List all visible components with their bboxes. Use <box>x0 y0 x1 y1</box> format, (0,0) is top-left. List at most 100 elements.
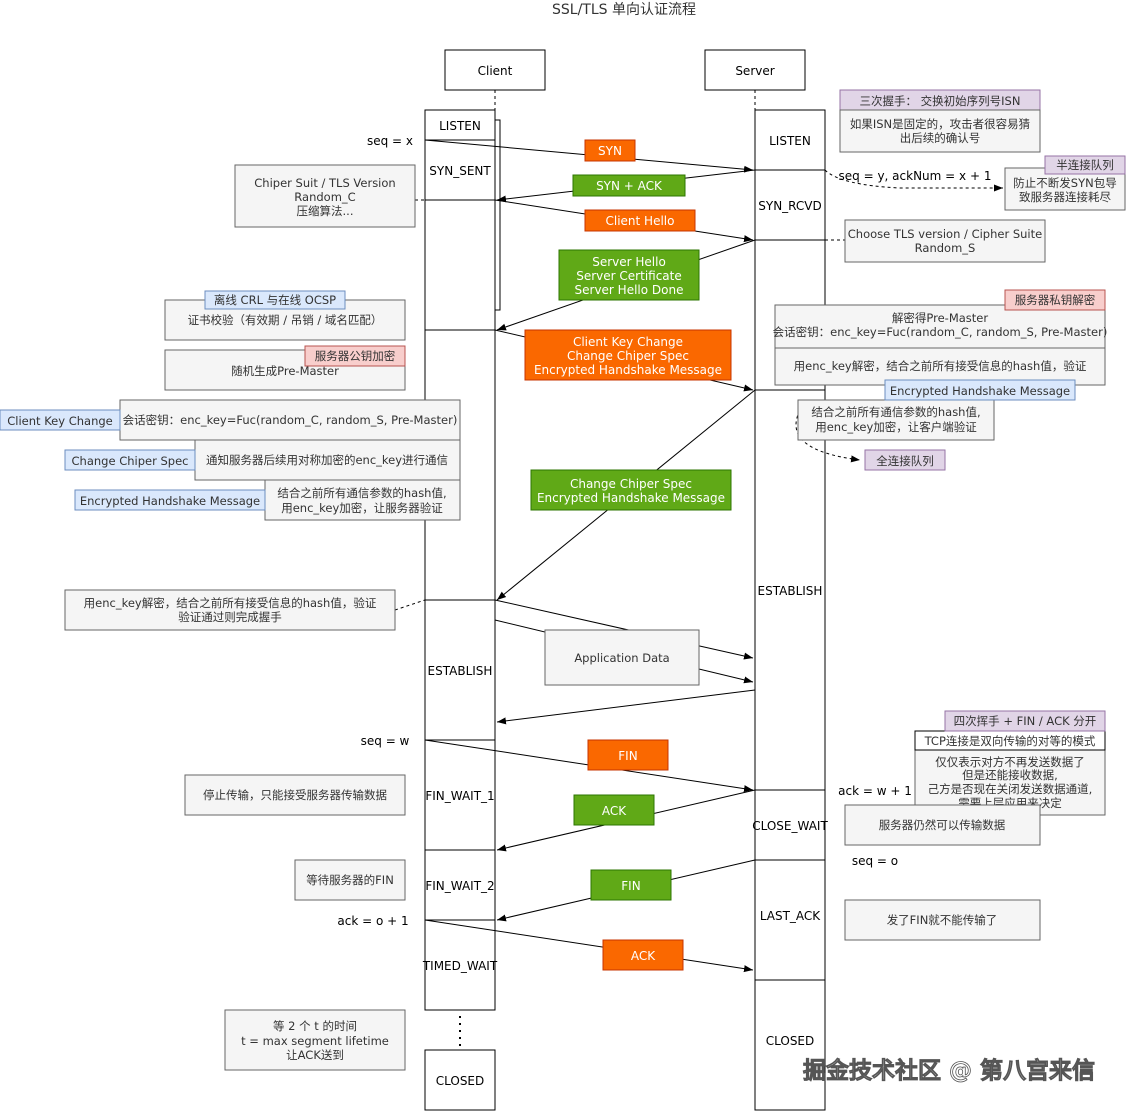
server-can-send-box <box>844 804 1041 846</box>
client-hello-info-line: Random_C <box>294 190 355 204</box>
wave-body-line: 但是还能接收数据, <box>962 768 1058 782</box>
server-hash-box <box>797 399 995 441</box>
pre-master-text: 随机生成Pre-Master <box>231 364 339 378</box>
client-state-establish: ESTABLISH <box>428 664 493 678</box>
handshake-note-box <box>839 109 1041 153</box>
ccs-text-box <box>194 439 461 481</box>
ehm-text-line: 结合之前所有通信参数的hash值, <box>277 486 446 500</box>
ack-2-tag-label: ACK <box>631 949 656 963</box>
ack-o-label: ack = o + 1 <box>337 914 408 928</box>
syn-ack-tag-box <box>572 174 686 197</box>
ack-1-tag-box <box>573 794 655 826</box>
arrow-app-data-3 <box>496 689 756 725</box>
syn-tag-box <box>584 139 636 162</box>
server-state-syn-rcvd: SYN_RCVD <box>758 199 822 213</box>
server-state-listen: LISTEN <box>769 134 811 148</box>
change-spec-tag-line: Change Chiper Spec <box>570 477 692 491</box>
arrow-ack-2 <box>424 919 754 973</box>
server-hello-tag-box <box>558 249 700 301</box>
handshake-note-line: 如果ISN是固定的，攻击者很容易猜 <box>850 117 1030 131</box>
server-hello-tag-line: Server Certificate <box>576 269 682 283</box>
connector-client-verify <box>394 599 426 611</box>
server-hello-tag-line: Server Hello <box>592 255 666 269</box>
server-state-establish: ESTABLISH <box>758 584 823 598</box>
server-hello-tag-line: Server Hello Done <box>575 283 684 297</box>
app-data-box <box>544 629 700 686</box>
fin-1-tag-label: FIN <box>618 749 637 763</box>
crl-tag <box>204 290 346 310</box>
full-queue-tag <box>864 449 946 471</box>
seq-o-label: seq = o <box>852 854 898 868</box>
fin-2-tag-box <box>590 869 672 901</box>
timed-wait-line: t = max segment lifetime <box>241 1034 389 1048</box>
crl-tag-label: 离线 CRL 与在线 OCSP <box>214 293 336 307</box>
change-spec-tag-box <box>530 469 732 511</box>
stop-send-box <box>184 774 406 816</box>
client-hello-info-line: Chiper Suit / TLS Version <box>254 176 395 190</box>
server-choose-line: Choose TLS version / Cipher Suite <box>848 227 1042 241</box>
server-decrypt-line: 解密得Pre-Master <box>892 311 988 325</box>
half-queue-line: 防止不断发SYN包导 <box>1013 176 1116 190</box>
server-hash-line: 结合之前所有通信参数的hash值, <box>811 405 980 419</box>
server-state-box <box>754 389 826 791</box>
ccs-text: 通知服务器后续用对称加密的enc_key进行通信 <box>206 453 448 467</box>
client-state-closed: CLOSED <box>436 1074 485 1088</box>
server-verify-text: 用enc_key解密，结合之前所有接受信息的hash值，验证 <box>794 359 1087 373</box>
wait-fin-box <box>294 859 406 901</box>
privkey-tag <box>1004 289 1106 311</box>
server-can-send-text: 服务器仍然可以传输数据 <box>879 818 1006 832</box>
handshake-note-line: 出后续的确认号 <box>900 131 981 145</box>
connector-half-queue <box>824 169 1003 192</box>
ack-2-tag-box <box>602 939 684 971</box>
half-queue-line: 致服务器连接耗尽 <box>1019 190 1111 204</box>
client-hello-tag-box <box>584 209 696 232</box>
client-key-tag-box <box>524 329 732 381</box>
fin-no-send-text: 发了FIN就不能传输了 <box>887 913 998 927</box>
client-state-timed-wait: TIMED_WAIT <box>422 959 498 973</box>
timed-wait-line: 等 2 个 t 的时间 <box>273 1019 357 1033</box>
ck-text: 会话密钥：enc_key=Fuc(random_C, random_S, Pre… <box>123 413 458 427</box>
privkey-tag-label: 服务器私钥解密 <box>1015 293 1096 307</box>
wave-body-line: 己方是否现在关闭发送数据通道, <box>928 782 1093 796</box>
client-key-tag-line: Change Chiper Spec <box>567 349 689 363</box>
wave-title-tag <box>944 710 1106 732</box>
client-state-box <box>424 919 496 1011</box>
client-state-box <box>424 1049 496 1111</box>
half-queue-tag <box>1044 155 1126 175</box>
ack-1-tag-label: ACK <box>602 804 627 818</box>
server-state-last-ack: LAST_ACK <box>760 909 821 923</box>
server-choose-line: Random_S <box>915 241 976 255</box>
server-state-closed: CLOSED <box>766 1034 815 1048</box>
ehm-tag-label: Encrypted Handshake Message <box>80 494 260 508</box>
cert-check-text: 证书校验（有效期 / 吊销 / 域名匹配） <box>188 313 383 327</box>
server-ehm-tag-label: Encrypted Handshake Message <box>890 384 1070 398</box>
server-choose-box <box>844 219 1046 263</box>
handshake-title: 三次握手： 交换初始序列号ISN <box>860 94 1021 108</box>
fin-2-tag-label: FIN <box>621 879 640 893</box>
ck-tag-label: Client Key Change <box>7 414 112 428</box>
watermark: 掘金技术社区 @ 第八宫来信 <box>803 1057 1095 1084</box>
ccs-tag-label: Change Chiper Spec <box>72 454 189 468</box>
half-queue-title: 半连接队列 <box>1056 158 1114 172</box>
seq-y-label: seq = y, ackNum = x + 1 <box>839 169 992 183</box>
server-decrypt-box <box>774 304 1106 386</box>
client-hello-info-line: 压缩算法... <box>297 204 354 218</box>
syn-ack-tag-label: SYN + ACK <box>596 179 663 193</box>
client-hello-tag-label: Client Hello <box>606 214 675 228</box>
ck-tag <box>0 409 121 431</box>
client-state-box <box>424 139 496 331</box>
syn-tag-label: SYN <box>598 144 622 158</box>
ehm-text-line: 用enc_key加密，让服务器验证 <box>281 501 443 515</box>
server-header-box <box>704 49 806 91</box>
server-header-label: Server <box>735 64 774 78</box>
seq-x-label: seq = x <box>367 134 413 148</box>
client-state-syn-sent: SYN_SENT <box>429 164 491 178</box>
client-key-tag-line: Encrypted Handshake Message <box>534 363 722 377</box>
client-state-box <box>424 329 496 741</box>
server-decrypt-line: 会话密钥：enc_key=Fuc(random_C, random_S, Pre… <box>773 325 1108 339</box>
ack-w-label: ack = w + 1 <box>838 784 912 798</box>
client-state-listen: LISTEN <box>439 119 481 133</box>
fin-no-send-box <box>844 899 1041 941</box>
server-state-box <box>754 859 826 981</box>
